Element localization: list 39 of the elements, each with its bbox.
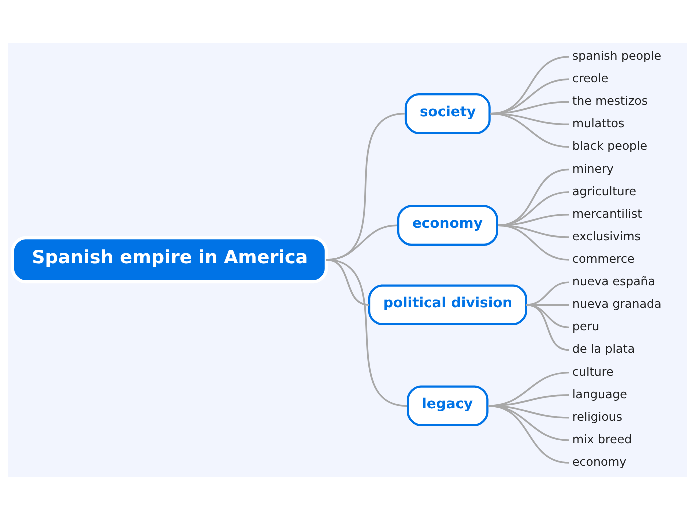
connector xyxy=(498,224,570,261)
connector xyxy=(326,259,408,407)
node-text: mix breed xyxy=(572,432,632,446)
connector xyxy=(498,191,570,226)
connector xyxy=(488,405,570,464)
node-box: society xyxy=(404,94,491,134)
node-box: economy xyxy=(397,205,498,246)
node-text: creole xyxy=(572,72,609,86)
node-text: religious xyxy=(572,410,623,424)
node-text: the mestizos xyxy=(572,94,648,108)
node-box: Spanish empire in America xyxy=(11,236,328,284)
node-text: black people xyxy=(572,139,648,154)
node-text: culture xyxy=(572,364,614,379)
connector xyxy=(490,113,570,148)
node-text: peru xyxy=(572,320,600,334)
node-text: agriculture xyxy=(572,184,637,198)
connector xyxy=(326,113,406,261)
node-text: economy xyxy=(572,455,627,470)
connector xyxy=(526,282,570,306)
node-text: exclusivims xyxy=(572,229,641,244)
connector xyxy=(488,394,570,407)
connector xyxy=(526,304,570,352)
connector xyxy=(488,405,570,442)
connector xyxy=(326,224,398,261)
node-text: minery xyxy=(572,162,614,176)
node-text: nueva españa xyxy=(572,274,656,289)
node-text: mulattos xyxy=(572,116,625,131)
connector xyxy=(488,372,570,407)
node-box: political division xyxy=(368,284,528,326)
node-text: de la plata xyxy=(572,342,636,356)
node-box: legacy xyxy=(407,386,489,426)
connector xyxy=(498,168,570,226)
node-text: commerce xyxy=(572,252,635,266)
connector xyxy=(498,214,570,226)
node-text: nueva granada xyxy=(572,297,662,312)
node-text: mercantilist xyxy=(572,206,642,221)
node-text: language xyxy=(572,387,628,402)
connector xyxy=(326,259,370,306)
node-text: spanish people xyxy=(572,48,662,63)
